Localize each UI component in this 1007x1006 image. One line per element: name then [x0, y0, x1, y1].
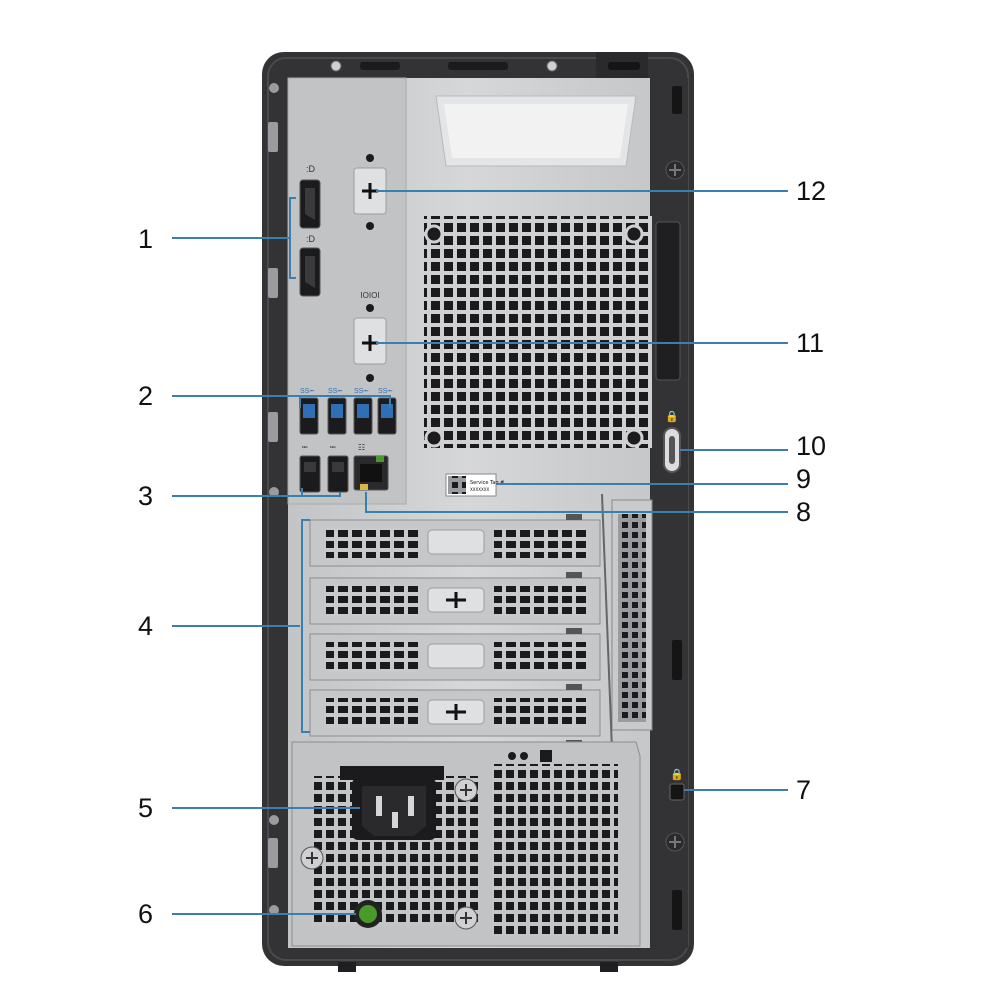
usb-blue-tongue [331, 404, 343, 418]
callout-4: 4 [138, 611, 154, 641]
slot-screw-mark [446, 704, 466, 720]
callout-7: 7 [796, 775, 812, 805]
foot-right [600, 962, 618, 972]
side-panel-release [655, 221, 681, 381]
service-tag-label: Service Tag # XXXXXXX [445, 473, 504, 497]
slot-indicator [566, 572, 582, 578]
slot-indicator [566, 514, 582, 520]
fan-vent [424, 216, 652, 448]
expansion-slots [309, 493, 653, 751]
usb-icon-2: ⭰ [330, 443, 336, 452]
usb-port-2 [327, 455, 349, 493]
link-led [376, 456, 384, 462]
slot-vent-right [494, 642, 586, 672]
callout-3: 3 [138, 481, 154, 511]
network-port: ☷ [353, 443, 389, 491]
displayport-icon-2: :D [306, 234, 316, 244]
fan-vent-grid [424, 216, 652, 448]
usb-icon: ⭰ [302, 443, 308, 452]
slot-vent-left [326, 642, 418, 672]
usb-blue-tongue [357, 404, 369, 418]
qr-code [448, 476, 466, 494]
security-cable-slot: 🔒 [669, 768, 685, 801]
callout-1: 1 [138, 224, 154, 254]
leader-2 [172, 395, 391, 408]
left-rail [268, 83, 279, 915]
usb-superspeed-icon: SS⭰ [378, 388, 393, 395]
callout-8: 8 [796, 497, 812, 527]
callout-leaders [172, 190, 788, 915]
usb-superspeed-icon: SS⭰ [300, 388, 315, 395]
service-tag-title: Service Tag # [470, 480, 504, 486]
slot-vent-right [494, 528, 586, 558]
vertical-slot-vent [618, 514, 646, 722]
power-supply [291, 741, 641, 947]
slot-screw-mark [446, 592, 466, 608]
bracket-1 [289, 197, 296, 279]
bracket-4 [301, 519, 310, 733]
slot-vent-right [494, 698, 586, 728]
usb-superspeed-icon: SS⭰ [328, 388, 343, 395]
callout-12: 12 [796, 176, 827, 206]
usb-superspeed-ports: SS⭰ SS⭰ SS⭰ SS⭰ [299, 388, 397, 435]
callout-9: 9 [796, 464, 812, 494]
activity-led [360, 484, 368, 490]
usb-blue-tongue [381, 404, 393, 418]
callout-2: 2 [138, 381, 154, 411]
power-connector-latch [340, 766, 444, 780]
top-screw-left [330, 60, 342, 72]
psu-led [359, 905, 377, 923]
usb-port-1 [299, 455, 321, 493]
usb-superspeed-icon: SS⭰ [354, 388, 369, 395]
callout-11: 11 [796, 328, 825, 358]
displayport-ports: :D :D [299, 164, 321, 297]
padlock-icon: 🔒 [665, 410, 679, 423]
slot-cover-tab [427, 643, 485, 669]
usb-blue-tongue [303, 404, 315, 418]
callout-6: 6 [138, 899, 154, 929]
slot-indicator [566, 684, 582, 690]
leader-8 [365, 492, 788, 513]
lock-icon: 🔒 [670, 768, 684, 781]
psu-vent-right [492, 764, 618, 936]
displayport-icon: :D [306, 164, 316, 174]
slot-vent-left [326, 586, 418, 616]
padlock-ring: 🔒 [663, 410, 681, 473]
optional-port-covers: IOIOI [353, 154, 387, 382]
callout-5: 5 [138, 793, 154, 823]
foot-left [338, 962, 356, 972]
slot-vent-left [326, 528, 418, 558]
slot-cover-tab [427, 529, 485, 555]
top-screw-right [546, 60, 558, 72]
leader-3 [172, 492, 341, 497]
slot-indicator [566, 628, 582, 634]
usb-ports: ⭰ ⭰ [299, 443, 349, 493]
serial-port-icon: IOIOI [360, 291, 379, 300]
slot-vent-left [326, 698, 418, 728]
network-icon: ☷ [358, 443, 365, 452]
slot-vent-right [494, 586, 586, 616]
callout-10: 10 [796, 431, 827, 461]
service-tag-code: XXXXXXX [470, 487, 489, 492]
